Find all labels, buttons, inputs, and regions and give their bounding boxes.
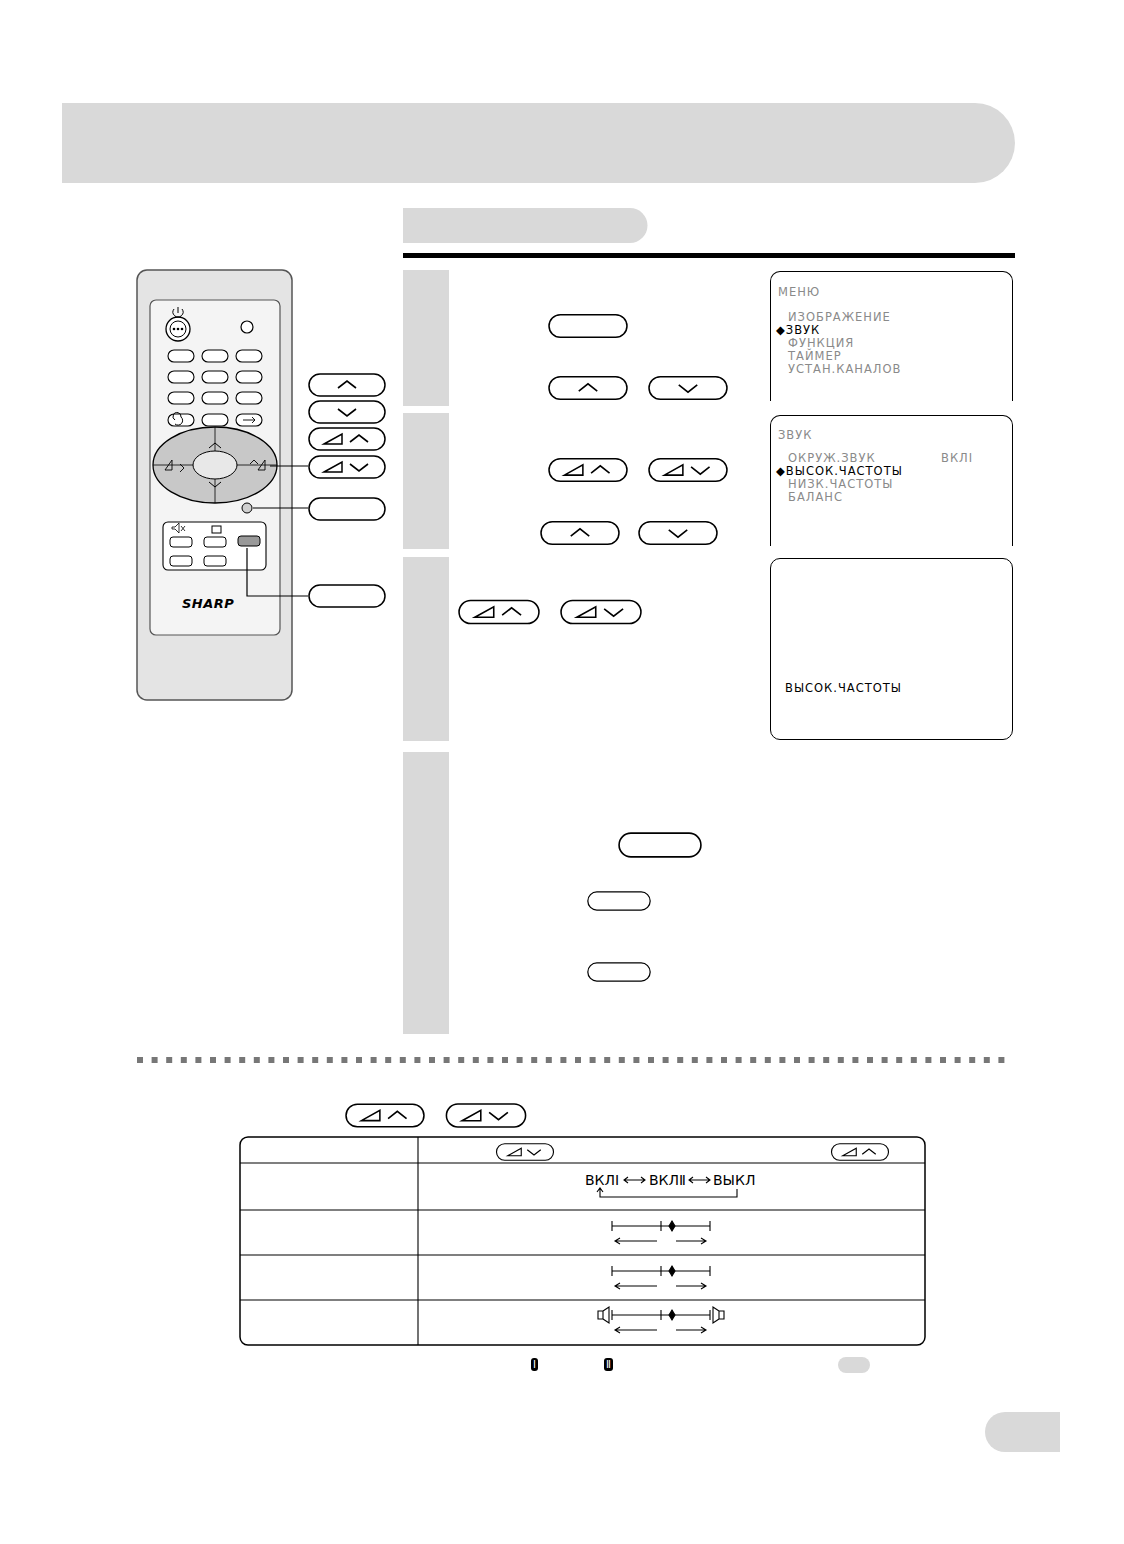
- remote-control: [137, 270, 292, 700]
- channel-up-button: [541, 522, 619, 545]
- section-rule: [403, 253, 1015, 258]
- menu-item: ◆ВЫСОК.ЧАСТОТЫ: [776, 465, 903, 478]
- small-button: [588, 892, 650, 910]
- screen-display: МЕНЮ ИЗОБРАЖЕНИЕ◆ЗВУКФУНКЦИЯТАЙМЕРУСТАН.К…: [770, 271, 1013, 401]
- volume-up-button: [549, 459, 627, 482]
- adjust-scale: [612, 1221, 710, 1333]
- function-button: [309, 585, 385, 607]
- menu-item: БАЛАНС: [788, 491, 843, 504]
- volume-down-button: [561, 600, 641, 623]
- volume-up-button: [346, 1104, 424, 1127]
- menu-button: [549, 315, 627, 338]
- page-reference: [838, 1357, 870, 1373]
- channel-up-button: [309, 374, 385, 396]
- step-strip: [403, 557, 449, 741]
- leader-line: [247, 466, 308, 596]
- mode-icon: Ⅰ: [531, 1358, 538, 1371]
- mode-value: ВКЛⅡ: [649, 1172, 686, 1189]
- channel-down-button: [309, 401, 385, 423]
- section-tab: [403, 208, 648, 243]
- channel-up-button: [549, 377, 627, 400]
- speaker-icon: [598, 1307, 724, 1323]
- menu-item: ВЫСОК.ЧАСТОТЫ: [785, 682, 902, 695]
- volume-down-button: [497, 1144, 554, 1161]
- menu-item: ФУНКЦИЯ: [788, 337, 854, 350]
- menu-item: ИЗОБРАЖЕНИЕ: [788, 311, 891, 324]
- page-number-tab: [985, 1412, 1060, 1452]
- screen-heading: ЗВУК: [778, 429, 812, 442]
- volume-up-button: [459, 600, 539, 623]
- step-strip: [403, 752, 449, 1034]
- menu-button: [309, 498, 385, 520]
- settings-table: [240, 1137, 925, 1345]
- volume-up-button: [832, 1144, 889, 1161]
- screen-display: ЗВУК ОКРУЖ.ЗВУК ВКЛⅠ ◆ВЫСОК.ЧАСТОТЫНИЗК.ЧАС…: [770, 415, 1013, 546]
- menu-item: ТАЙМЕР: [788, 350, 842, 363]
- menu-item: ВКЛⅠ: [941, 452, 973, 465]
- small-button: [588, 963, 650, 981]
- mode-icon: Ⅱ: [604, 1358, 613, 1371]
- screen-heading: МЕНЮ: [778, 286, 820, 299]
- menu-item: НИЗК.ЧАСТОТЫ: [788, 478, 893, 491]
- volume-down-button: [309, 456, 385, 478]
- brand-logo: SHARP: [182, 596, 234, 612]
- mode-value: ВЫКЛ: [713, 1172, 755, 1189]
- menu-item: ◆ЗВУК: [776, 324, 820, 337]
- channel-down-button: [639, 522, 717, 545]
- volume-up-button: [309, 428, 385, 450]
- menu-item: УСТАН.КАНАЛОВ: [788, 363, 901, 376]
- volume-down-button: [446, 1104, 525, 1127]
- header-band: [62, 103, 1015, 183]
- step-strip: [403, 270, 449, 406]
- dotted-divider: [137, 1057, 1004, 1063]
- volume-down-button: [649, 459, 727, 482]
- mode-value: ВКЛⅠ: [585, 1172, 619, 1189]
- menu-item: ОКРУЖ.ЗВУК: [788, 452, 876, 465]
- channel-down-button: [649, 377, 727, 400]
- step-strip: [403, 413, 449, 549]
- menu-button: [619, 833, 701, 857]
- screen-display: ВЫСОК.ЧАСТОТЫ: [770, 558, 1013, 740]
